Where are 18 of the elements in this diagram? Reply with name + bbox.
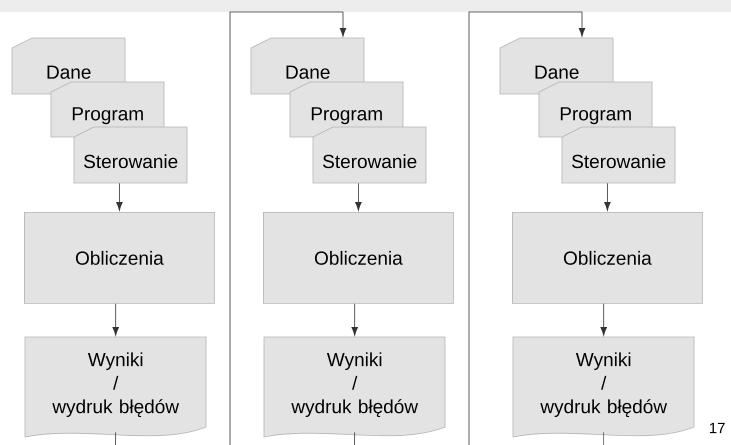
- arrow: [355, 183, 362, 211]
- document-box: Wyniki / wydruk błędów: [512, 336, 694, 438]
- process-box: Obliczenia: [24, 212, 215, 304]
- arrow: [112, 303, 119, 336]
- arrow: [354, 12, 586, 445]
- arrow: [115, 12, 346, 445]
- card-box: Sterowanie: [562, 126, 676, 184]
- arrow: [116, 183, 123, 211]
- arrow: [351, 303, 358, 336]
- process-box: Obliczenia: [263, 212, 454, 304]
- card-box: Sterowanie: [74, 126, 188, 184]
- arrow: [600, 303, 607, 336]
- document-box: Wyniki / wydruk błędów: [264, 336, 446, 438]
- document-box: Wyniki / wydruk błędów: [24, 336, 206, 438]
- arrow: [604, 183, 611, 211]
- process-box: Obliczenia: [512, 212, 703, 304]
- page-number: 17: [710, 422, 725, 434]
- card-box: Sterowanie: [312, 126, 426, 184]
